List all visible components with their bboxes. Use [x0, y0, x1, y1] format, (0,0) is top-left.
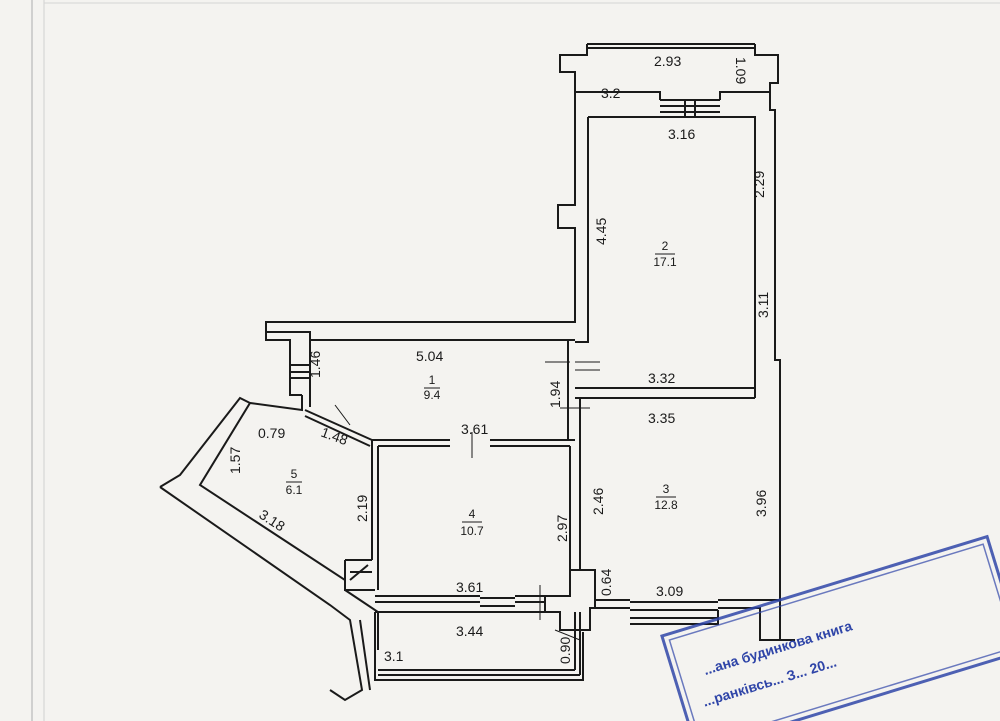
dimension-ticks	[334, 361, 600, 641]
dim-balcony-top-depth: 1.09	[733, 57, 749, 84]
upper-balcony-rail	[586, 43, 756, 48]
dim-lower-balcony-width: 3.44	[456, 623, 483, 639]
room-label-1: 1 9.4	[424, 373, 441, 402]
lower-balcony-right	[574, 612, 581, 675]
room5-niche	[344, 559, 372, 590]
dim-room3-right: 3.96	[753, 490, 769, 517]
room-label-3: 3 12.8	[654, 482, 678, 512]
dim-room2-right-lower: 3.11	[755, 292, 771, 318]
dim-room3-bottom: 3.09	[656, 583, 683, 599]
room-area: 9.4	[424, 388, 441, 402]
room3-wall-bottom	[595, 599, 780, 609]
room-area: 12.8	[654, 498, 678, 512]
room1-window	[290, 364, 310, 379]
dim-room4-top: 3.61	[461, 421, 488, 437]
dim-room3-top: 3.35	[648, 410, 675, 426]
room-area: 10.7	[460, 524, 484, 538]
dim-room5-top: 0.79	[258, 425, 285, 441]
room-number: 3	[663, 482, 670, 496]
room-label-5: 5 6.1	[286, 467, 303, 497]
dim-room2-right-upper: 2.29	[751, 171, 767, 198]
dim-room4-bottom: 3.61	[456, 579, 483, 595]
room4-wall-bottom	[375, 595, 545, 603]
room2-wall-left-inner	[575, 117, 589, 343]
room-area: 6.1	[286, 483, 303, 497]
dim-room4-right: 2.97	[554, 515, 570, 542]
walls	[159, 43, 795, 702]
room1-wall-top	[266, 331, 575, 341]
room5-wall-right	[371, 440, 379, 590]
dim-room2-left: 4.45	[593, 218, 609, 245]
room5-door	[304, 415, 371, 447]
dim-room5-right: 2.19	[354, 495, 370, 522]
dim-room1-top: 5.04	[416, 348, 443, 364]
dim-balcony-left: 3.2	[601, 85, 621, 101]
dim-room3-left: 2.46	[590, 488, 606, 515]
room1-wall-top-outer	[265, 322, 302, 396]
room-area: 17.1	[653, 255, 677, 269]
dim-room1-right: 1.94	[547, 381, 563, 408]
room-label-2: 2 17.1	[653, 239, 677, 269]
lower-balcony-outline	[374, 611, 584, 681]
room-label-4: 4 10.7	[460, 507, 484, 538]
room3-window	[630, 601, 718, 625]
dim-room1-left: 1.46	[307, 351, 323, 378]
room-labels: 2 17.1 1 9.4 5 6.1 3 12.8 4 10.7	[286, 239, 678, 538]
partition-2-3	[575, 387, 755, 399]
dim-balcony-top-width: 2.93	[654, 53, 681, 69]
dimension-labels: 2.93 1.09 3.2 3.16 2.29 4.45 3.11 5.04 1…	[227, 53, 771, 664]
room2-window	[660, 99, 720, 118]
room-number: 2	[662, 239, 669, 253]
lower-left-stair	[159, 486, 379, 702]
room-number: 1	[429, 373, 436, 387]
room-number: 5	[291, 467, 298, 481]
bottom-column	[544, 569, 596, 631]
dim-lower-balcony-depth: 0.90	[557, 637, 573, 664]
dim-room2-top: 3.16	[668, 126, 695, 142]
dim-lower-balcony-left: 3.1	[384, 648, 404, 664]
room-number: 4	[469, 507, 476, 521]
room4-wall-right	[569, 446, 581, 570]
room2-wall-left-outer	[265, 92, 576, 332]
dim-room5-left: 1.57	[227, 447, 243, 474]
dim-room3-wall-stub: 0.64	[598, 569, 614, 596]
upper-balcony-outline	[559, 47, 779, 100]
dim-room2-bottom: 3.32	[648, 370, 675, 386]
